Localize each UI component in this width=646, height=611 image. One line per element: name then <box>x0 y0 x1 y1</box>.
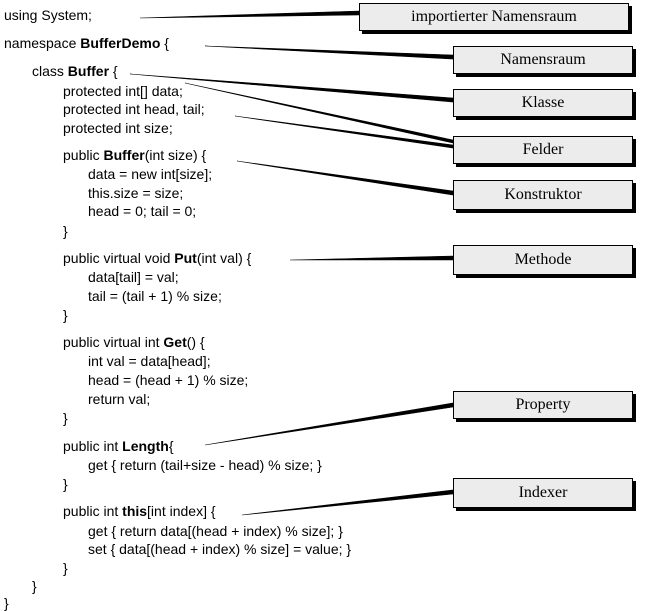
code-identifier: Get <box>163 334 187 350</box>
code-text: protected int[] data; <box>63 83 183 99</box>
line-length-body: get { return (tail+size - head) % size; … <box>88 457 322 473</box>
code-text: protected int head, tail; <box>63 101 205 117</box>
code-text: return val; <box>88 391 151 407</box>
leader-class <box>129 73 454 103</box>
label-constructor: Konstruktor <box>453 180 633 210</box>
line-namespace: namespace BufferDemo { <box>4 35 169 51</box>
code-text: { <box>160 35 169 51</box>
code-text: data = new int[size]; <box>88 166 213 182</box>
line-ctor-close: } <box>63 223 68 239</box>
code-text: { <box>109 63 118 79</box>
code-identifier: BufferDemo <box>80 35 161 51</box>
leader-imported-namespace <box>139 10 360 19</box>
line-put-body-2: tail = (tail + 1) % size; <box>88 288 222 304</box>
line-field-head-tail: protected int head, tail; <box>63 101 205 117</box>
line-using: using System; <box>4 7 92 23</box>
line-put-close: } <box>63 307 68 323</box>
label-indexer: Indexer <box>453 478 633 508</box>
code-text: data[tail] = val; <box>88 269 179 285</box>
code-text: } <box>63 476 68 492</box>
line-ctor-body-2: this.size = size; <box>88 185 183 201</box>
code-text: [int index] { <box>147 503 216 519</box>
code-identifier: Length <box>122 438 169 454</box>
leader-lines <box>129 10 454 516</box>
code-identifier: Buffer <box>103 147 145 163</box>
line-get-body-2: head = (head + 1) % size; <box>88 372 248 388</box>
line-field-data: protected int[] data; <box>63 83 183 99</box>
leader-indexer <box>241 489 454 516</box>
line-indexer-set: set { data[(head + index) % size] = valu… <box>88 541 351 557</box>
annotated-code-diagram: using System;namespace BufferDemo {class… <box>4 3 633 611</box>
line-class: class Buffer { <box>32 63 118 79</box>
code-text: protected int size; <box>63 120 173 136</box>
code-text: } <box>63 410 68 426</box>
code-text: { <box>168 438 174 454</box>
label-namespace: Namensraum <box>453 46 633 74</box>
code-identifier: this <box>122 503 148 519</box>
label-class: Klasse <box>453 89 633 117</box>
code-text: () { <box>186 334 205 350</box>
line-get-sig: public virtual int Get() { <box>63 334 205 350</box>
code-text: public int <box>63 503 123 519</box>
code-identifier: Put <box>174 250 197 266</box>
code-text: namespace <box>4 35 81 51</box>
code-text: set { data[(head + index) % size] = valu… <box>88 541 352 557</box>
line-get-body-1: int val = data[head]; <box>88 353 211 369</box>
code-text: using System; <box>4 7 92 23</box>
code-text: } <box>32 578 37 594</box>
code-text: this.size = size; <box>88 185 184 201</box>
line-ctor-body-3: head = 0; tail = 0; <box>88 203 196 219</box>
line-indexer-close: } <box>63 560 68 576</box>
code-text: public virtual int <box>63 334 164 350</box>
code-text: get { return data[(head + index) % size]… <box>88 523 343 539</box>
line-length-sig: public int Length{ <box>63 438 174 454</box>
line-indexer-get: get { return data[(head + index) % size]… <box>88 523 343 539</box>
code-text: } <box>63 307 68 323</box>
label-method: Methode <box>453 245 633 275</box>
label-fields: Felder <box>453 136 633 164</box>
code-text: head = 0; tail = 0; <box>88 203 197 219</box>
line-get-close: } <box>63 410 68 426</box>
line-indexer-sig: public int this[int index] { <box>63 503 216 519</box>
code-text: int val = data[head]; <box>88 353 211 369</box>
leader-fields-2 <box>234 115 454 149</box>
label-imported-namespace: importierter Namensraum <box>359 3 629 31</box>
leader-namespace <box>204 45 454 60</box>
code-text: head = (head + 1) % size; <box>88 372 249 388</box>
label-property: Property <box>453 391 633 419</box>
line-length-close: } <box>63 476 68 492</box>
code-text: tail = (tail + 1) % size; <box>88 288 222 304</box>
line-ctor-sig: public Buffer(int size) { <box>63 147 206 163</box>
code-text: } <box>63 223 68 239</box>
code-text: public int <box>63 438 123 454</box>
line-ctor-body-1: data = new int[size]; <box>88 166 212 182</box>
code-text: } <box>63 560 68 576</box>
leader-constructor <box>236 160 454 196</box>
code-text: (int val) { <box>196 250 252 266</box>
code-text: public virtual void <box>63 250 175 266</box>
leader-property <box>204 402 454 446</box>
code-text: (int size) { <box>144 147 207 163</box>
leader-method <box>289 255 454 261</box>
line-class-close: } <box>32 578 37 594</box>
line-put-body-1: data[tail] = val; <box>88 269 179 285</box>
line-put-sig: public virtual void Put(int val) { <box>63 250 251 266</box>
code-text: public <box>63 147 104 163</box>
code-text: class <box>32 63 68 79</box>
line-get-body-3: return val; <box>88 391 150 407</box>
code-identifier: Buffer <box>67 63 110 79</box>
line-field-size: protected int size; <box>63 120 173 136</box>
code-text: get { return (tail+size - head) % size; … <box>88 457 322 473</box>
leader-fields-1 <box>184 82 454 144</box>
